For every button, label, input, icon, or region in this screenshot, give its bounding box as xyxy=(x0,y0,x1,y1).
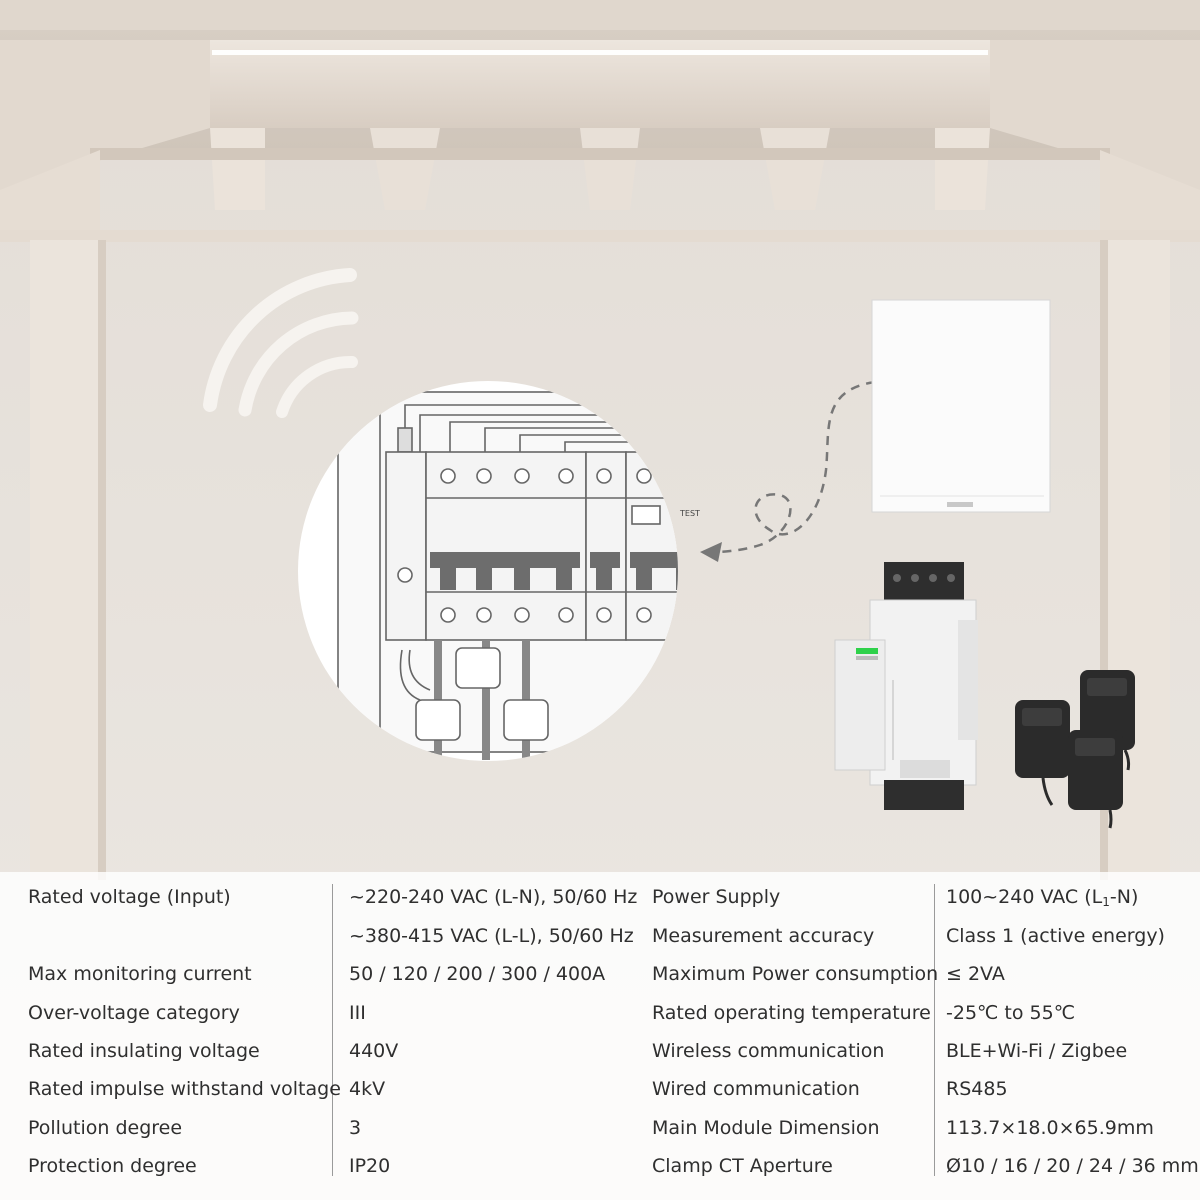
spec-value: Class 1 (active energy) xyxy=(946,925,1165,947)
energy-meter-device xyxy=(834,562,978,810)
spec-value: 3 xyxy=(349,1117,362,1139)
arrow-head-icon xyxy=(700,542,722,562)
spec-label: Rated voltage (Input) xyxy=(28,886,231,908)
spec-panel xyxy=(0,872,1200,1200)
clamp-ct-sensors xyxy=(1015,670,1135,829)
spec-value: 100~240 VAC (L1-N) xyxy=(946,886,1139,909)
spec-label: Rated insulating voltage xyxy=(28,1040,260,1062)
spec-label: Pollution degree xyxy=(28,1117,183,1139)
spec-value: ≤ 2VA xyxy=(946,963,1005,985)
spec-label: Power Supply xyxy=(652,886,781,908)
spec-label: Measurement accuracy xyxy=(652,925,875,947)
spec-value: BLE+Wi-Fi / Zigbee xyxy=(946,1040,1128,1062)
spec-value: ~380-415 VAC (L-L), 50/60 Hz xyxy=(349,925,634,947)
breaker-zoom-circle: TEST xyxy=(298,381,700,761)
spec-value: IP20 xyxy=(349,1155,391,1177)
spec-value: -25℃ to 55℃ xyxy=(946,1002,1076,1024)
spec-label: Max monitoring current xyxy=(28,963,252,985)
spec-value: ~220-240 VAC (L-N), 50/60 Hz xyxy=(349,886,638,908)
spec-label: Protection degree xyxy=(28,1155,197,1177)
spec-label: Rated operating temperature xyxy=(652,1002,931,1024)
spec-value: RS485 xyxy=(946,1078,1008,1100)
spec-label: Wired communication xyxy=(652,1078,860,1100)
distribution-box xyxy=(871,299,1051,513)
spec-value: 440V xyxy=(349,1040,399,1062)
column-divider xyxy=(332,884,333,1176)
spec-value: 4kV xyxy=(349,1078,386,1100)
spec-value: 113.7×18.0×65.9mm xyxy=(946,1117,1154,1139)
spec-label: Main Module Dimension xyxy=(652,1117,880,1139)
column-divider xyxy=(934,884,935,1176)
spec-label: Rated impulse withstand voltage xyxy=(28,1078,341,1100)
spec-value: Ø10 / 16 / 20 / 24 / 36 mm xyxy=(946,1155,1199,1177)
connection-arrow xyxy=(714,380,876,554)
spec-value: 50 / 120 / 200 / 300 / 400A xyxy=(349,963,606,985)
spec-label: Maximum Power consumption xyxy=(652,963,939,985)
wifi-signal-icon xyxy=(203,268,359,418)
ceiling-beams xyxy=(0,0,1200,880)
spec-value: III xyxy=(349,1002,366,1024)
spec-label: Clamp CT Aperture xyxy=(652,1155,833,1177)
spec-label: Over-voltage category xyxy=(28,1002,240,1024)
spec-label: Wireless communication xyxy=(652,1040,885,1062)
breaker-test-label: TEST xyxy=(679,509,700,518)
